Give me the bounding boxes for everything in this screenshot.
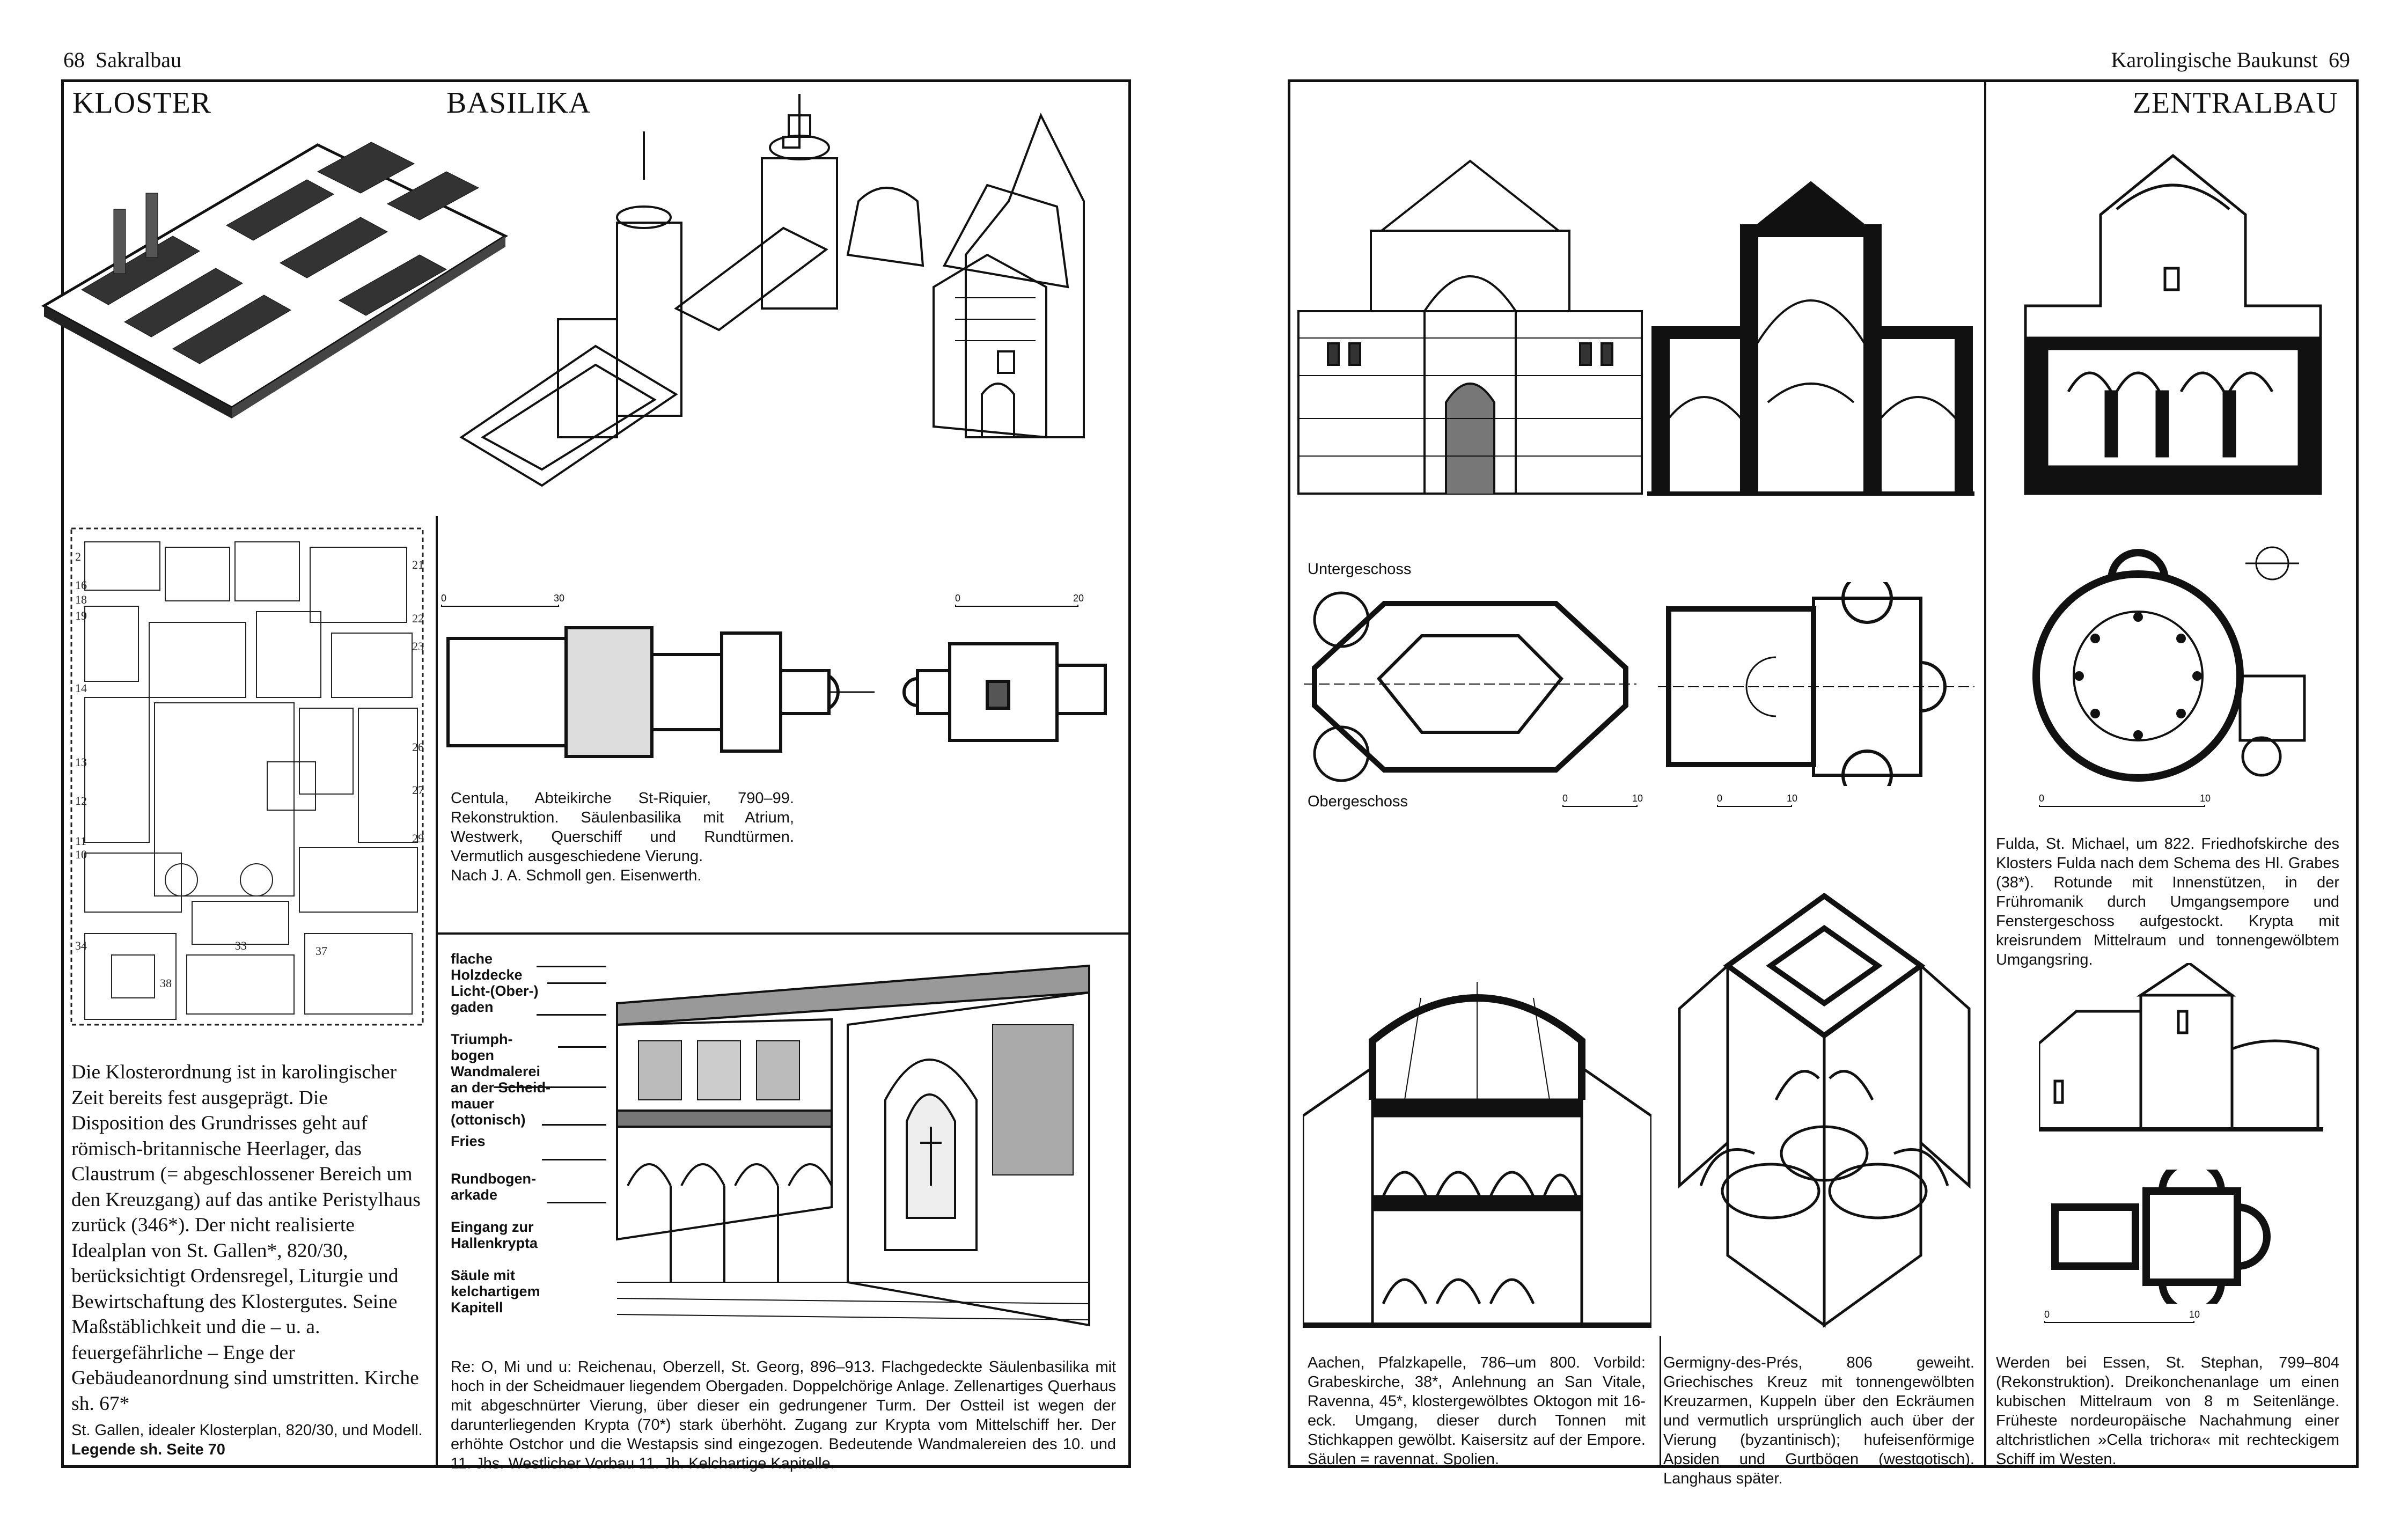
st-gallen-model-drawing (39, 129, 511, 418)
germigny-axonometric-drawing (1669, 885, 1980, 1336)
st-gallen-legend-ref: Legende sh. Seite 70 (71, 1441, 225, 1458)
scale-from: 0 (1562, 793, 1568, 804)
reichenau-interior-drawing (606, 960, 1105, 1331)
label-wandmalerei: Wandmalerei an der Scheid- mauer (ottoni… (451, 1063, 551, 1128)
svg-text:34: 34 (75, 939, 87, 952)
left-page-frame (61, 79, 1131, 1468)
svg-text:29: 29 (412, 832, 424, 845)
svg-text:18: 18 (75, 593, 87, 606)
column-divider (436, 516, 438, 1467)
svg-text:37: 37 (315, 944, 327, 958)
right-page-frame (1288, 79, 2359, 1468)
centula-caption-text: Centula, Abteikirche St-Riquier, 790–99.… (451, 790, 794, 865)
svg-text:12: 12 (75, 794, 87, 807)
left-running-head: 68 Sakralbau (63, 47, 181, 72)
scale-from: 0 (1717, 793, 1723, 804)
aachen-plans-drawing (1304, 582, 1980, 786)
scale-to: 10 (1787, 793, 1798, 804)
scale-from: 0 (955, 593, 961, 604)
centula-credit: Nach J. A. Schmoll gen. Eisenwerth. (451, 867, 702, 884)
scale-to: 10 (2200, 793, 2211, 804)
fulda-caption: Fulda, St. Michael, um 822. Friedhofskir… (1996, 835, 2339, 968)
section-title-basilika: BASILIKA (446, 86, 591, 120)
centula-perspective-drawing (451, 94, 1095, 534)
svg-text:27: 27 (412, 783, 424, 797)
kloster-body-text: Die Klosterordnung ist in karolingischer… (71, 1061, 421, 1415)
svg-text:16: 16 (75, 578, 87, 592)
aachen-interior-drawing (1303, 971, 1651, 1336)
running-head-left: Sakralbau (96, 48, 181, 72)
right-running-head: Karolingische Baukunst 69 (2111, 47, 2351, 72)
scale-from: 0 (2044, 1309, 2050, 1320)
label-triumphbogen: Triumph- bogen (451, 1031, 513, 1063)
fulda-plan-drawing (2009, 537, 2331, 789)
svg-text:23: 23 (412, 640, 424, 653)
section-divider (436, 932, 1130, 935)
centula-caption: Centula, Abteikirche St-Riquier, 790–99.… (451, 789, 794, 885)
svg-text:26: 26 (412, 740, 424, 754)
svg-text:14: 14 (75, 681, 87, 695)
column-divider-right (1984, 79, 1986, 1468)
reichenau-caption: Re: O, Mi und u: Reichenau, Oberzell, St… (451, 1358, 1116, 1472)
section-title-zentralbau: ZENTRALBAU (2132, 86, 2338, 120)
svg-text:19: 19 (75, 609, 87, 622)
scale-from: 0 (2039, 793, 2045, 804)
caption-divider (1660, 1336, 1661, 1468)
svg-text:10: 10 (75, 848, 87, 861)
scale-to: 10 (2189, 1309, 2200, 1320)
aachen-caption: Aachen, Pfalzkapelle, 786–um 800. Vorbil… (1308, 1354, 1646, 1468)
label-untergeschoss: Untergeschoss (1308, 561, 1412, 578)
page-number-right: 69 (2329, 48, 2350, 72)
st-gallen-caption: St. Gallen, idealer Klosterplan, 820/30,… (71, 1421, 431, 1459)
label-holzdecke: flache Holzdecke (451, 951, 523, 983)
svg-text:21: 21 (412, 558, 424, 571)
label-rundbogenarkade: Rundbogen- arkade (451, 1171, 536, 1203)
label-saeule-kapitell: Säule mit kelchartigem Kapitell (451, 1267, 540, 1316)
running-head-right: Karolingische Baukunst (2111, 48, 2318, 72)
germigny-caption: Germigny-des-Prés, 806 geweiht. Griechis… (1663, 1354, 1974, 1487)
aachen-elevation-section-drawing (1296, 150, 1977, 499)
svg-text:2: 2 (75, 550, 81, 563)
label-lichtgaden: Licht-(Ober-) gaden (451, 983, 539, 1015)
scale-to: 30 (554, 593, 565, 604)
svg-text:11: 11 (75, 834, 86, 848)
fulda-section-drawing (2020, 145, 2326, 499)
werden-plan-drawing (2050, 1170, 2318, 1304)
svg-text:38: 38 (160, 976, 172, 990)
scale-to: 20 (1073, 593, 1084, 604)
section-title-kloster: KLOSTER (72, 86, 211, 120)
svg-text:22: 22 (412, 612, 424, 625)
scale-from: 0 (441, 593, 447, 604)
basilika-plans-drawing (445, 622, 1116, 762)
svg-text:13: 13 (75, 755, 87, 769)
svg-text:33: 33 (235, 939, 247, 952)
werden-caption: Werden bei Essen, St. Stephan, 799–804 (… (1996, 1354, 2339, 1468)
label-obergeschoss: Obergeschoss (1308, 793, 1408, 810)
st-gallen-caption-text: St. Gallen, idealer Klosterplan, 820/30,… (71, 1422, 423, 1439)
label-fries: Fries (451, 1133, 486, 1149)
label-eingang-hallenkrypta: Eingang zur Hallenkrypta (451, 1219, 538, 1251)
werden-elevation-drawing (2039, 963, 2323, 1140)
scale-to: 10 (1632, 793, 1643, 804)
interior-labels: flache Holzdecke Licht-(Ober-) gaden Tri… (451, 951, 553, 1316)
page-number-left: 68 (63, 48, 85, 72)
